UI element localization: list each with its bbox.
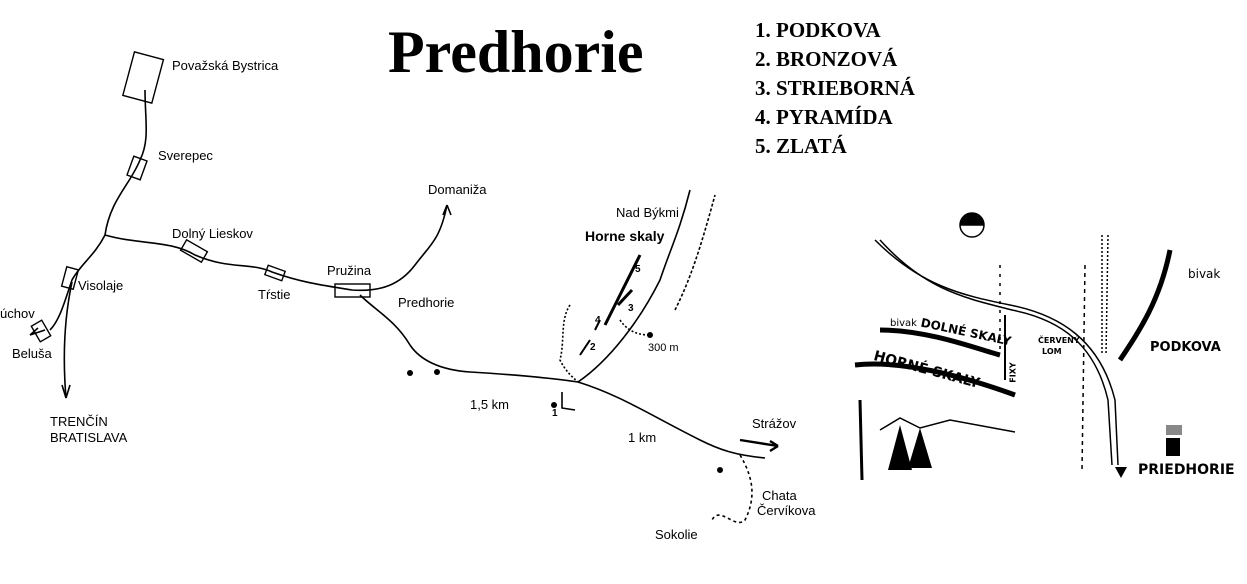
crag-2 [579, 339, 591, 356]
place-trencin: TRENČÍN [50, 414, 108, 429]
distance-300m: 300 m [648, 342, 679, 354]
trail-sokolie [711, 454, 753, 524]
place-chata-2: Červíkova [757, 503, 816, 518]
crag-number-3: 3 [628, 303, 634, 314]
road-east [104, 204, 448, 292]
crag-legend: 1. PODKOVA 2. BRONZOVÁ 3. STRIEBORNÁ 4. … [755, 16, 915, 161]
legend-item: 5. ZLATÁ [755, 134, 847, 158]
trail-dotted [559, 304, 579, 383]
sketch-fixy: FIXY [1008, 362, 1018, 383]
crag-number-4: 4 [595, 315, 601, 326]
place-horne-skaly: Horne skaly [585, 228, 665, 244]
distance-1km: 1 km [628, 430, 657, 445]
road-trencin [63, 281, 73, 399]
place-sverepec: Sverepec [158, 148, 213, 163]
place-pruzina: Pružina [327, 263, 372, 278]
sketch-priedhorie: PRIEDHORIE [1138, 462, 1235, 478]
sketch-lom: LOM [1042, 347, 1062, 356]
legend-item: 1. PODKOVA [755, 18, 881, 42]
trail-stream [674, 194, 716, 311]
place-strazov: Strážov [752, 416, 797, 431]
legend-item: 3. STRIEBORNÁ [755, 76, 915, 100]
sketch-cerveny: ČERVENÝ [1038, 336, 1080, 345]
place-belusa: Beluša [12, 346, 52, 361]
place-trstie: Tŕstie [258, 287, 291, 302]
map-title: Predhorie [388, 19, 644, 85]
crag-5 [603, 254, 642, 326]
crag-number-1: 1 [552, 408, 558, 419]
crag-3 [616, 288, 634, 307]
crag-1 [561, 392, 576, 411]
place-chata: Chata [762, 488, 797, 503]
place-domaniza: Domaniža [428, 182, 487, 197]
place-visolaje: Visolaje [78, 278, 124, 293]
crag-number-5: 5 [635, 264, 641, 275]
crag-4 [594, 319, 601, 331]
place-sokolie: Sokolie [655, 527, 698, 542]
place-povazska-bystrica: Považská Bystrica [172, 58, 279, 73]
place-predhorie: Predhorie [398, 295, 455, 310]
road-predhorie [359, 294, 766, 459]
road-main [49, 89, 148, 331]
distance-1-5km: 1,5 km [470, 397, 510, 412]
place-puchov: úchov [0, 306, 35, 321]
trail-nad-bykmi [577, 189, 691, 383]
place-dolny-lieskov: Dolný Lieskov [172, 226, 253, 241]
sketch-podkova: PODKOVA [1150, 340, 1221, 355]
crag-number-2: 2 [590, 342, 596, 353]
place-nad-bykmi: Nad Býkmi [616, 205, 679, 220]
sketch-bivak-podkova: bivak [1188, 267, 1221, 281]
legend-item: 4. PYRAMÍDA [755, 105, 893, 129]
place-bratislava: BRATISLAVA [50, 430, 128, 445]
sketch-bivak-dolne: bivak [890, 318, 917, 329]
legend-item: 2. BRONZOVÁ [755, 47, 898, 71]
